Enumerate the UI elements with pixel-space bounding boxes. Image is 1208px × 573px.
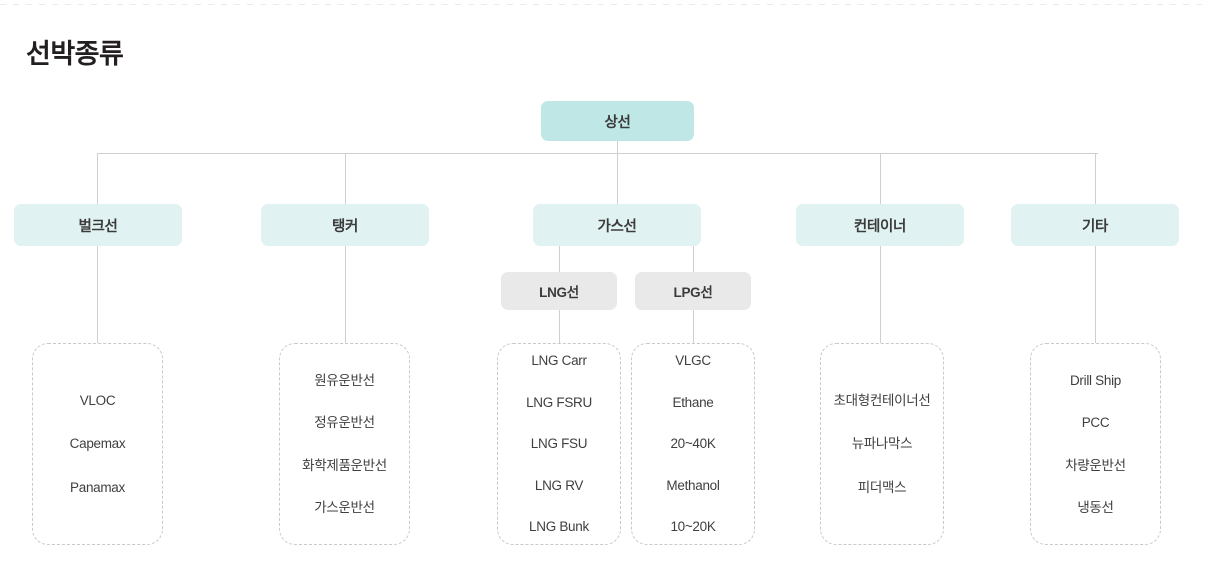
leaf-group-lng-carrier[interactable]: LNG Carr LNG FSRU LNG FSU LNG RV LNG Bun… [497,343,621,545]
leaf-item: Methanol [666,477,720,493]
leaf-item: LNG Bunk [529,519,589,535]
leaf-group-container[interactable]: 초대형컨테이너선 뉴파나막스 피더맥스 [820,343,944,545]
leaf-group-bulk-carrier[interactable]: VLOC Capemax Panamax [32,343,163,545]
leaf-item: VLGC [675,353,711,369]
leaf-item: 뉴파나막스 [851,436,913,452]
node-root-merchant-ship[interactable]: 상선 [541,101,694,141]
top-divider-rule [0,4,1208,5]
connector-other-to-leaf [1095,246,1097,345]
connector-gas-to-lpg [693,246,695,272]
leaf-item: PCC [1081,415,1110,430]
leaf-item: 정유운반선 [314,415,375,430]
leaf-item: Drill Ship [1069,372,1121,388]
leaf-item: 가스운반선 [314,500,375,515]
node-lpg-carrier[interactable]: LPG선 [635,272,751,310]
connector-drop-bulk [97,153,99,204]
connector-lpg-to-leaf [693,310,695,345]
node-bulk-carrier[interactable]: 벌크선 [14,204,182,246]
connector-tanker-to-leaf [345,246,347,345]
leaf-item: Capemax [69,436,126,452]
leaf-item: Ethane [672,394,714,410]
connector-level2-bus [97,153,1098,155]
leaf-item: 10~20K [670,519,716,535]
leaf-item: 냉동선 [1077,500,1114,515]
connector-gas-to-lng [559,246,561,272]
leaf-item: Panamax [70,479,125,495]
leaf-item: 초대형컨테이너선 [833,392,931,408]
leaf-group-other[interactable]: Drill Ship PCC 차량운반선 냉동선 [1030,343,1161,545]
connector-drop-tanker [345,153,347,204]
leaf-item: 20~40K [670,436,716,452]
leaf-item: 차량운반선 [1065,457,1126,473]
page-title: 선박종류 [26,39,124,69]
connector-container-to-leaf [880,246,882,345]
node-tanker[interactable]: 탱커 [261,204,429,246]
node-gas-carrier[interactable]: 가스선 [533,204,701,246]
connector-drop-gas [617,153,619,204]
connector-drop-container [880,153,882,204]
leaf-item: 원유운반선 [314,372,375,388]
leaf-group-lpg-carrier[interactable]: VLGC Ethane 20~40K Methanol 10~20K [631,343,755,545]
leaf-group-tanker[interactable]: 원유운반선 정유운반선 화학제품운반선 가스운반선 [279,343,410,545]
leaf-item: LNG FSU [530,436,588,452]
connector-bulk-to-leaf [97,246,99,345]
leaf-item: 화학제품운반선 [302,457,387,473]
connector-drop-other [1095,153,1097,204]
leaf-item: LNG RV [534,477,584,493]
leaf-item: VLOC [79,392,116,408]
connector-lng-to-leaf [559,310,561,345]
leaf-item: LNG Carr [531,353,587,369]
node-lng-carrier[interactable]: LNG선 [501,272,617,310]
node-container[interactable]: 컨테이너 [796,204,964,246]
connector-root-trunk [617,141,619,154]
leaf-item: 피더맥스 [857,479,907,495]
leaf-item: LNG FSRU [526,394,592,410]
node-other[interactable]: 기타 [1011,204,1179,246]
